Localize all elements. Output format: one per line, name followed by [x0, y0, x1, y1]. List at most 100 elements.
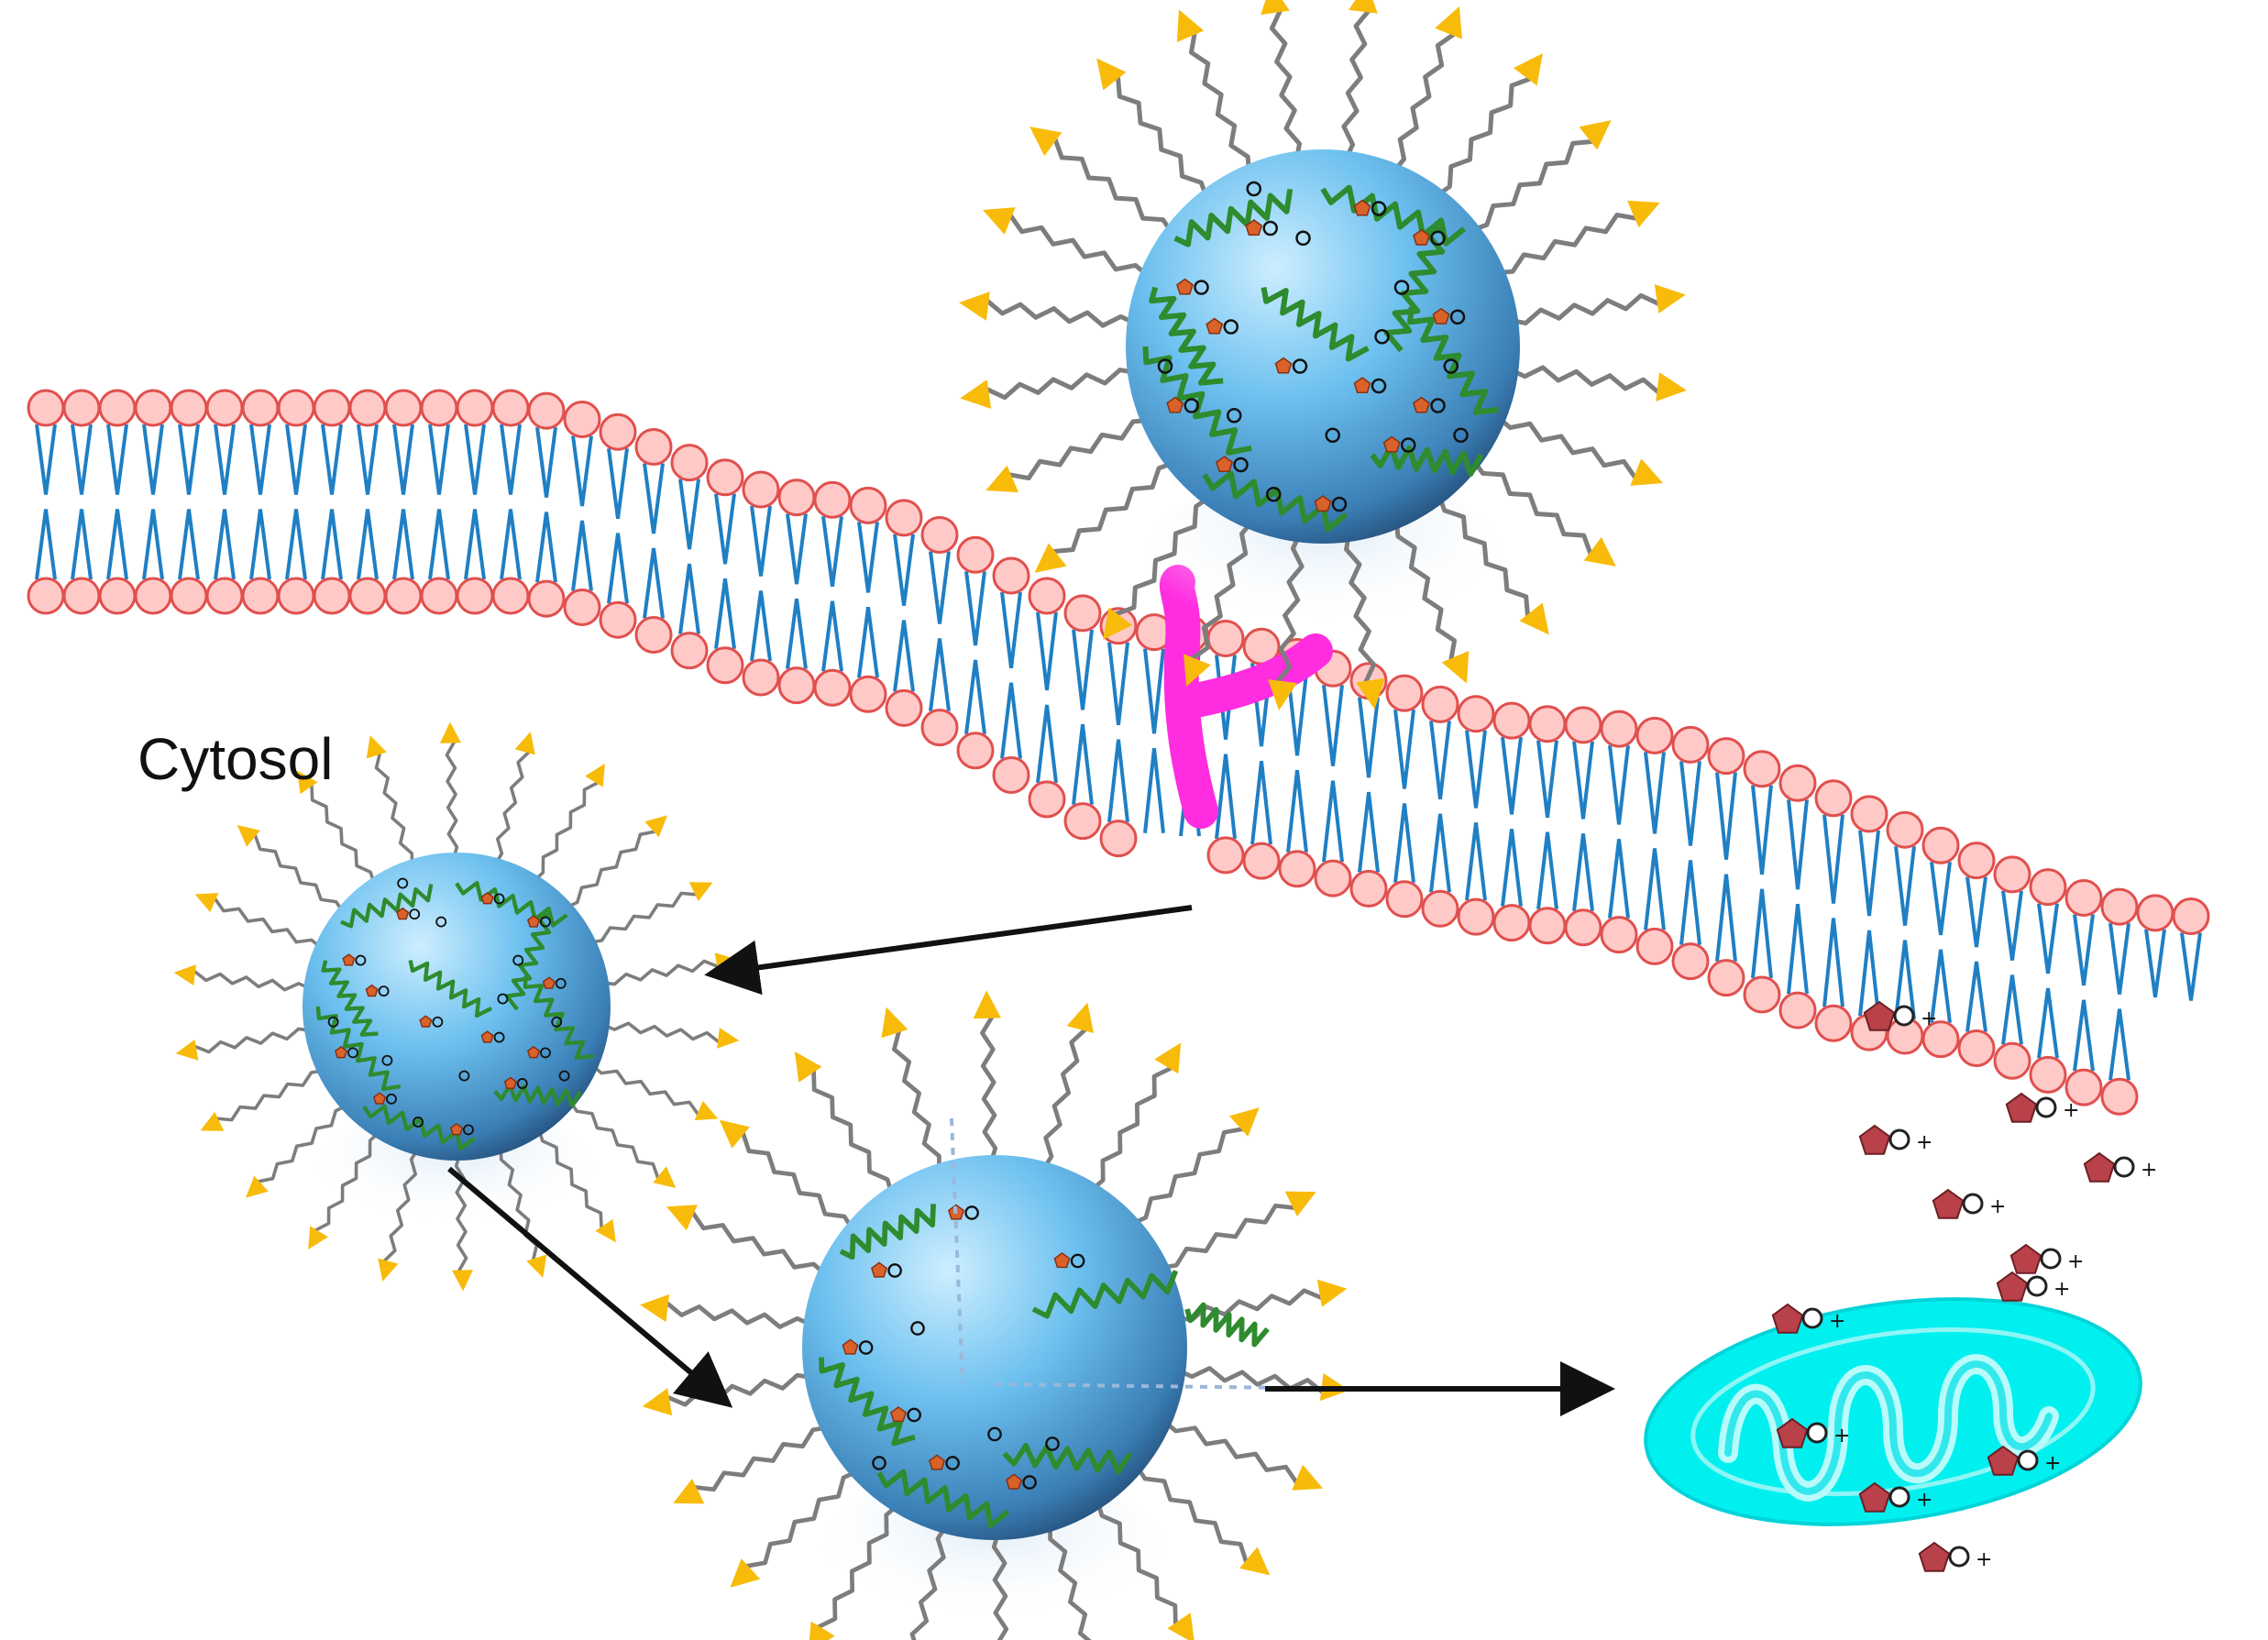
lipid-head: [992, 556, 1030, 595]
targeting-ligand-icon: [1154, 1042, 1182, 1074]
lipid-head: [2029, 1055, 2067, 1094]
lipid-head: [277, 577, 315, 615]
lipid-tails: [35, 424, 2202, 1081]
lipid-head: [1206, 836, 1245, 875]
drug-pentagon-icon: [2009, 1243, 2042, 1274]
targeting-ligand-icon: [1583, 536, 1616, 567]
nanoparticle-icon: [173, 721, 740, 1292]
polymer-chain: [1149, 286, 1224, 386]
targeting-ligand-icon: [366, 735, 387, 759]
drug-pentagon-icon: [1314, 495, 1332, 512]
drug-pentagon-icon: [503, 1076, 517, 1089]
charge-plus-label: +: [1829, 1310, 1845, 1333]
lipid-head: [384, 389, 423, 427]
drug-pentagon-icon: [419, 1015, 433, 1028]
lipid-head: [420, 389, 458, 427]
lipid-head: [2064, 1068, 2103, 1106]
lipid-head: [1635, 927, 1674, 965]
lipid-head: [491, 389, 530, 427]
lipid-bilayer-membrane: [27, 389, 2210, 1116]
drug-pentagon-icon: [1918, 1541, 1951, 1572]
charge-plus-label: +: [1916, 1489, 1932, 1512]
lipid-head: [634, 616, 673, 655]
lipid-head: [1564, 706, 1602, 744]
lipid-head: [134, 389, 172, 427]
lipid-head: [1671, 725, 1710, 764]
drug-pentagon-icon: [928, 1454, 946, 1470]
targeting-ligand-icon: [1176, 9, 1205, 43]
lipid-head: [348, 389, 387, 427]
lipid-head: [1921, 826, 1960, 864]
drug-pentagon-icon: [449, 1122, 464, 1136]
lipid-head: [1421, 889, 1459, 928]
targeting-ligand-icon: [1654, 284, 1686, 314]
drug-pentagon-icon: [1413, 396, 1430, 413]
targeting-ligand-icon: [173, 964, 196, 986]
targeting-ligand-icon: [694, 1100, 719, 1121]
targeting-ligand-icon: [1626, 200, 1660, 228]
lipid-heads: [27, 389, 2210, 1116]
polymer-chain: [819, 1357, 916, 1447]
lipid-head: [1457, 897, 1495, 936]
drug-pentagon-icon: [2083, 1151, 2116, 1183]
drug-pentagon-icon: [1771, 1303, 1804, 1334]
targeting-ligand-icon: [717, 1027, 740, 1049]
polymer-chain: [504, 912, 552, 1011]
lipid-head: [813, 480, 852, 519]
lipid-head: [2100, 887, 2139, 926]
lipid-head: [98, 389, 137, 427]
lipid-head: [920, 515, 959, 554]
lipid-head: [1528, 907, 1567, 945]
targeting-ligand-icon: [960, 380, 992, 409]
lipid-head: [491, 577, 530, 615]
drug-pentagon-icon: [870, 1261, 888, 1278]
lipid-head: [1457, 695, 1495, 733]
drug-pentagon-icon: [334, 1045, 348, 1059]
targeting-ligand-icon: [200, 1112, 225, 1131]
polymer-chain: [1002, 1442, 1133, 1475]
lipid-head: [670, 632, 709, 670]
targeting-ligand-icon: [730, 1558, 761, 1588]
drug-pentagon-icon: [342, 953, 356, 966]
lipid-head: [670, 444, 709, 482]
lipid-head: [1993, 855, 2031, 894]
targeting-ligand-icon: [452, 1270, 474, 1292]
targeting-ligand-icon: [640, 1293, 670, 1323]
charge-plus-label: +: [1833, 1425, 1850, 1447]
lipid-head: [277, 389, 315, 427]
lipid-head: [1814, 1004, 1853, 1042]
lipid-head: [563, 588, 601, 626]
lipid-head: [1886, 810, 1924, 849]
drug-pentagon-icon: [2005, 1092, 2038, 1123]
cytosol-label: Cytosol: [138, 726, 333, 792]
lipid-head: [956, 732, 995, 770]
polymer-chain: [1407, 306, 1500, 415]
lipid-head: [456, 577, 494, 615]
drug-pentagon-icon: [396, 907, 410, 920]
arrow-membrane-to-cytosol: [704, 905, 1193, 996]
lipid-head: [1492, 701, 1531, 740]
lipid-head: [2029, 868, 2067, 907]
drug-pentagon-icon: [480, 891, 494, 905]
targeting-ligand-icon: [1103, 607, 1133, 640]
lipid-head: [1028, 780, 1066, 819]
lipid-head: [2172, 897, 2210, 936]
targeting-ligand-icon: [666, 1205, 698, 1231]
lipid-head: [1671, 942, 1710, 981]
drug-pentagon-icon: [526, 1045, 541, 1059]
lipid-head: [849, 675, 887, 713]
drug-pentagon-icon: [526, 915, 541, 928]
polymer-chain: [1320, 184, 1467, 247]
charge-plus-label: +: [2141, 1159, 2157, 1182]
drug-pentagon-icon: [1776, 1417, 1809, 1448]
polymer-chain: [523, 975, 594, 1060]
drug-pentagon-icon: [1176, 278, 1194, 295]
targeting-ligand-icon: [1228, 1107, 1260, 1137]
lipid-head: [1707, 959, 1745, 997]
drug-pentagon-icon: [1932, 1188, 1965, 1219]
lipid-head: [742, 658, 780, 697]
targeting-ligand-icon: [194, 892, 219, 913]
targeting-ligand-icon: [1519, 602, 1549, 635]
targeting-ligand-icon: [1167, 1612, 1195, 1640]
